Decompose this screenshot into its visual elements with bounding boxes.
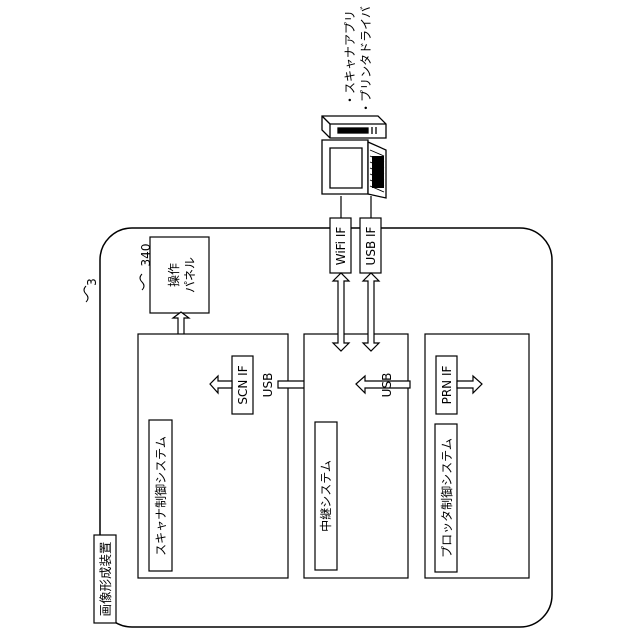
plotter-system-label: プロッタ制御システム [439, 438, 454, 558]
pc-app-scanner: ・スキャナアプリ [343, 10, 357, 106]
plotter-usb-label: USB [380, 373, 394, 398]
scanner-usb-label: USB [261, 373, 275, 398]
device-ref-leader [84, 286, 88, 302]
operation-panel-line2: パネル [183, 257, 197, 293]
operation-panel-line1: 操作 [166, 263, 181, 287]
scanner-system-label: スキャナ制御システム [153, 436, 168, 556]
wifi-if-label: WiFi IF [334, 227, 348, 266]
pc-laptop-icon [322, 116, 386, 198]
pc-app-printer: ・プリンタドライバ [359, 6, 373, 114]
prn-if-label: PRN IF [440, 366, 454, 405]
usb-if-label: USB IF [364, 226, 378, 265]
device-title: 画像形成装置 [98, 541, 113, 616]
relay-system-label: 中継システム [318, 460, 333, 532]
scn-if-label: SCN IF [236, 365, 250, 404]
device-ref-number: 3 [85, 278, 99, 286]
panel-ref-number: 340 [139, 244, 153, 267]
